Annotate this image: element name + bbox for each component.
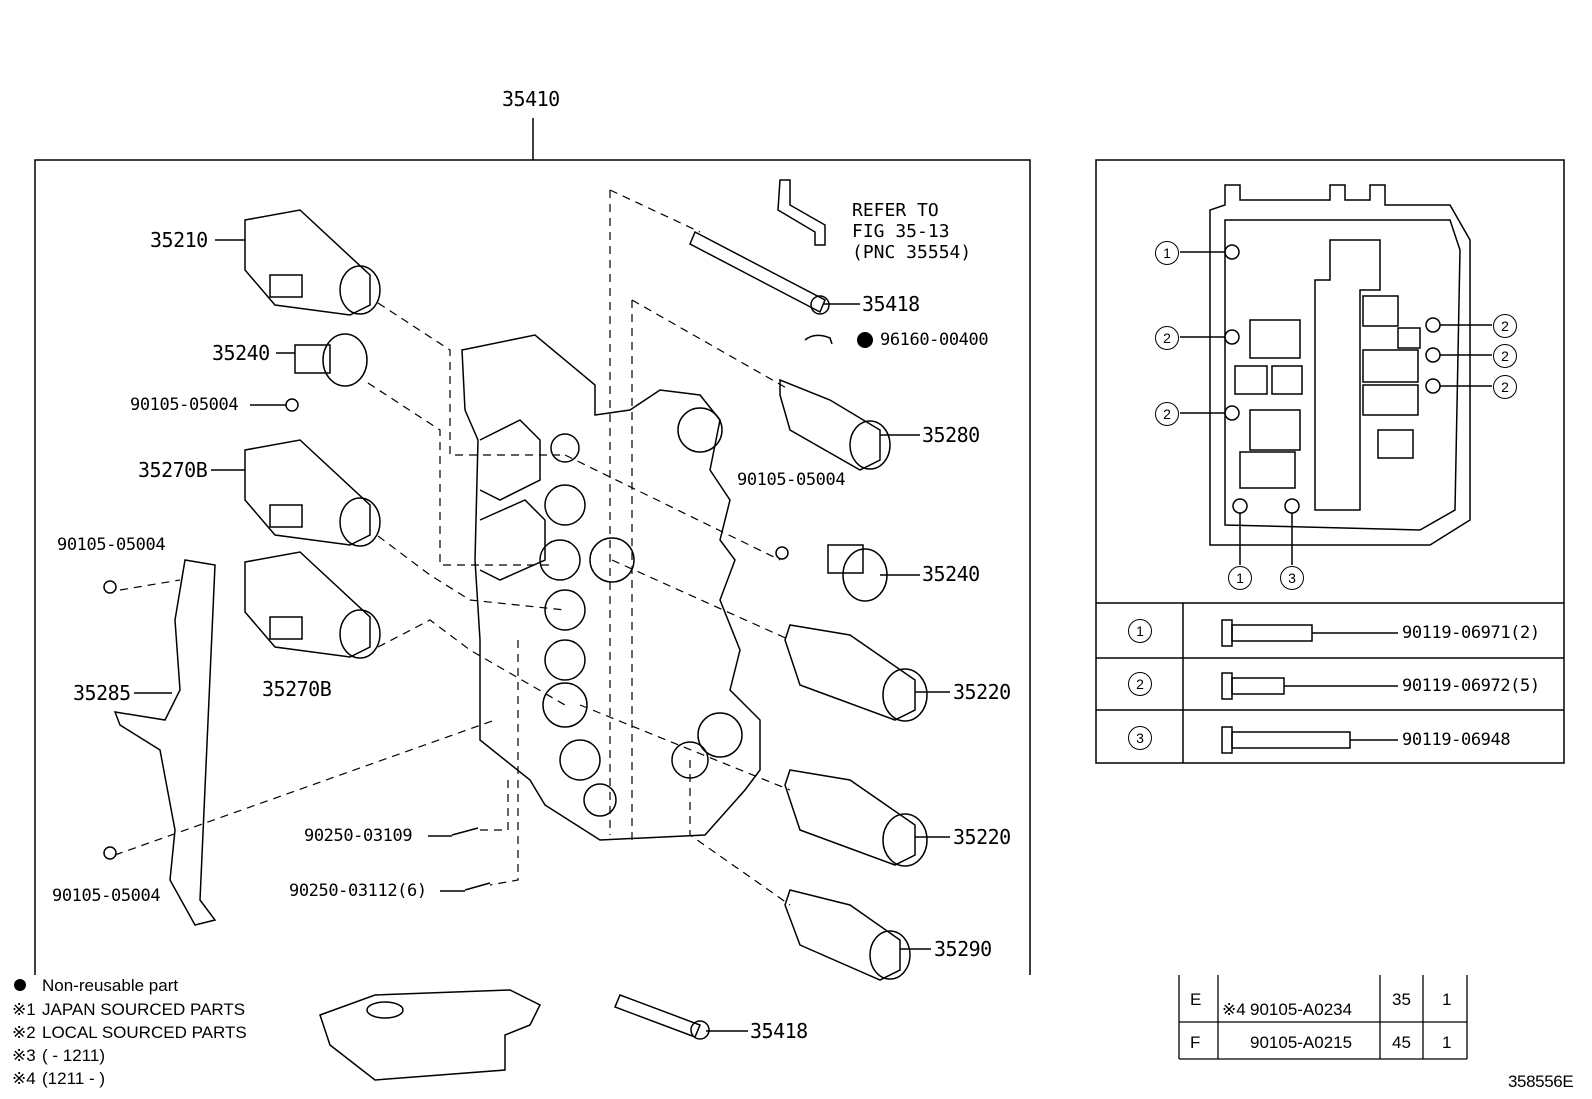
torque-note-e: ※4 [1222, 1000, 1246, 1019]
part-label-35210[interactable]: 35210 [150, 228, 208, 252]
bolt-table-ref-2: 2 [1128, 672, 1152, 696]
torque-qty-f: 1 [1442, 1033, 1452, 1052]
dashed-alignment-lines [114, 189, 791, 906]
part-label-35418-bottom[interactable]: 35418 [750, 1019, 808, 1043]
legend-row-nonreusable: Non-reusable part [42, 976, 179, 995]
legend-row-4: ※4(1211 - ) [12, 1069, 105, 1088]
refer-note-line2: FIG 35-13 [852, 221, 950, 242]
part-label-35240-left[interactable]: 35240 [212, 341, 270, 365]
torque-qty-e: 1 [1442, 990, 1452, 1009]
bolt-table-ref-1: 1 [1128, 619, 1152, 643]
part-label-35290[interactable]: 35290 [934, 937, 992, 961]
part-label-96160[interactable]: 96160-00400 [880, 330, 989, 350]
torque-ref-f: F [1190, 1033, 1201, 1052]
part-label-35240-right[interactable]: 35240 [922, 562, 980, 586]
torque-value-e: 35 [1392, 990, 1411, 1009]
part-label-35270b-a[interactable]: 35270B [138, 458, 208, 482]
part-label-35285[interactable]: 35285 [73, 681, 131, 705]
inset-frame [1095, 159, 1565, 764]
refer-note-line1: REFER TO [852, 200, 939, 221]
inset-callout-2: 2 [1493, 344, 1517, 368]
part-label-90250-a[interactable]: 90250-03109 [304, 826, 413, 846]
torque-table-grid [1178, 975, 1468, 1060]
leader-lines [134, 239, 950, 1032]
figure-code: 358556E [1508, 1072, 1574, 1091]
bolt-glyphs [1221, 619, 1398, 754]
torque-value-f: 45 [1392, 1033, 1411, 1052]
legend-row-3: ※3( - 1211) [12, 1046, 105, 1065]
inset-housing [1209, 184, 1471, 546]
part-label-90105-b[interactable]: 90105-05004 [57, 535, 166, 555]
part-label-35270b-b[interactable]: 35270B [262, 677, 332, 701]
solenoid-drawings [103, 179, 928, 1081]
bolt-table-part-3[interactable]: 90119-06948 [1402, 730, 1511, 750]
refer-note-line3: (PNC 35554) [852, 242, 972, 263]
assembly-number-label: 35410 [502, 87, 560, 111]
inset-callout-3: 3 [1280, 566, 1304, 590]
inset-callout-2: 2 [1493, 375, 1517, 399]
part-label-35280[interactable]: 35280 [922, 423, 980, 447]
part-label-35220-b[interactable]: 35220 [953, 825, 1011, 849]
torque-ref-e: E [1190, 990, 1202, 1009]
inset-callout-2: 2 [1493, 314, 1517, 338]
part-label-90105-d[interactable]: 90105-05004 [737, 470, 846, 490]
bolt-table-ref-3: 3 [1128, 726, 1152, 750]
part-label-90105-c[interactable]: 90105-05004 [52, 886, 161, 906]
valve-body-drawing [461, 334, 761, 841]
part-label-35418-top[interactable]: 35418 [862, 292, 920, 316]
torque-part-f[interactable]: 90105-A0215 [1250, 1033, 1353, 1052]
bolt-table-part-2[interactable]: 90119-06972(5) [1402, 676, 1540, 696]
torque-part-e[interactable]: 90105-A0234 [1250, 1000, 1353, 1019]
part-label-90250-b[interactable]: 90250-03112(6) [289, 881, 427, 901]
inset-callout-1: 1 [1155, 241, 1179, 265]
part-label-35220-a[interactable]: 35220 [953, 680, 1011, 704]
inset-callout-1: 1 [1228, 566, 1252, 590]
part-label-90105-a[interactable]: 90105-05004 [130, 395, 239, 415]
bolt-table-part-1[interactable]: 90119-06971(2) [1402, 623, 1540, 643]
inset-callout-2: 2 [1155, 402, 1179, 426]
inset-callout-2: 2 [1155, 326, 1179, 350]
